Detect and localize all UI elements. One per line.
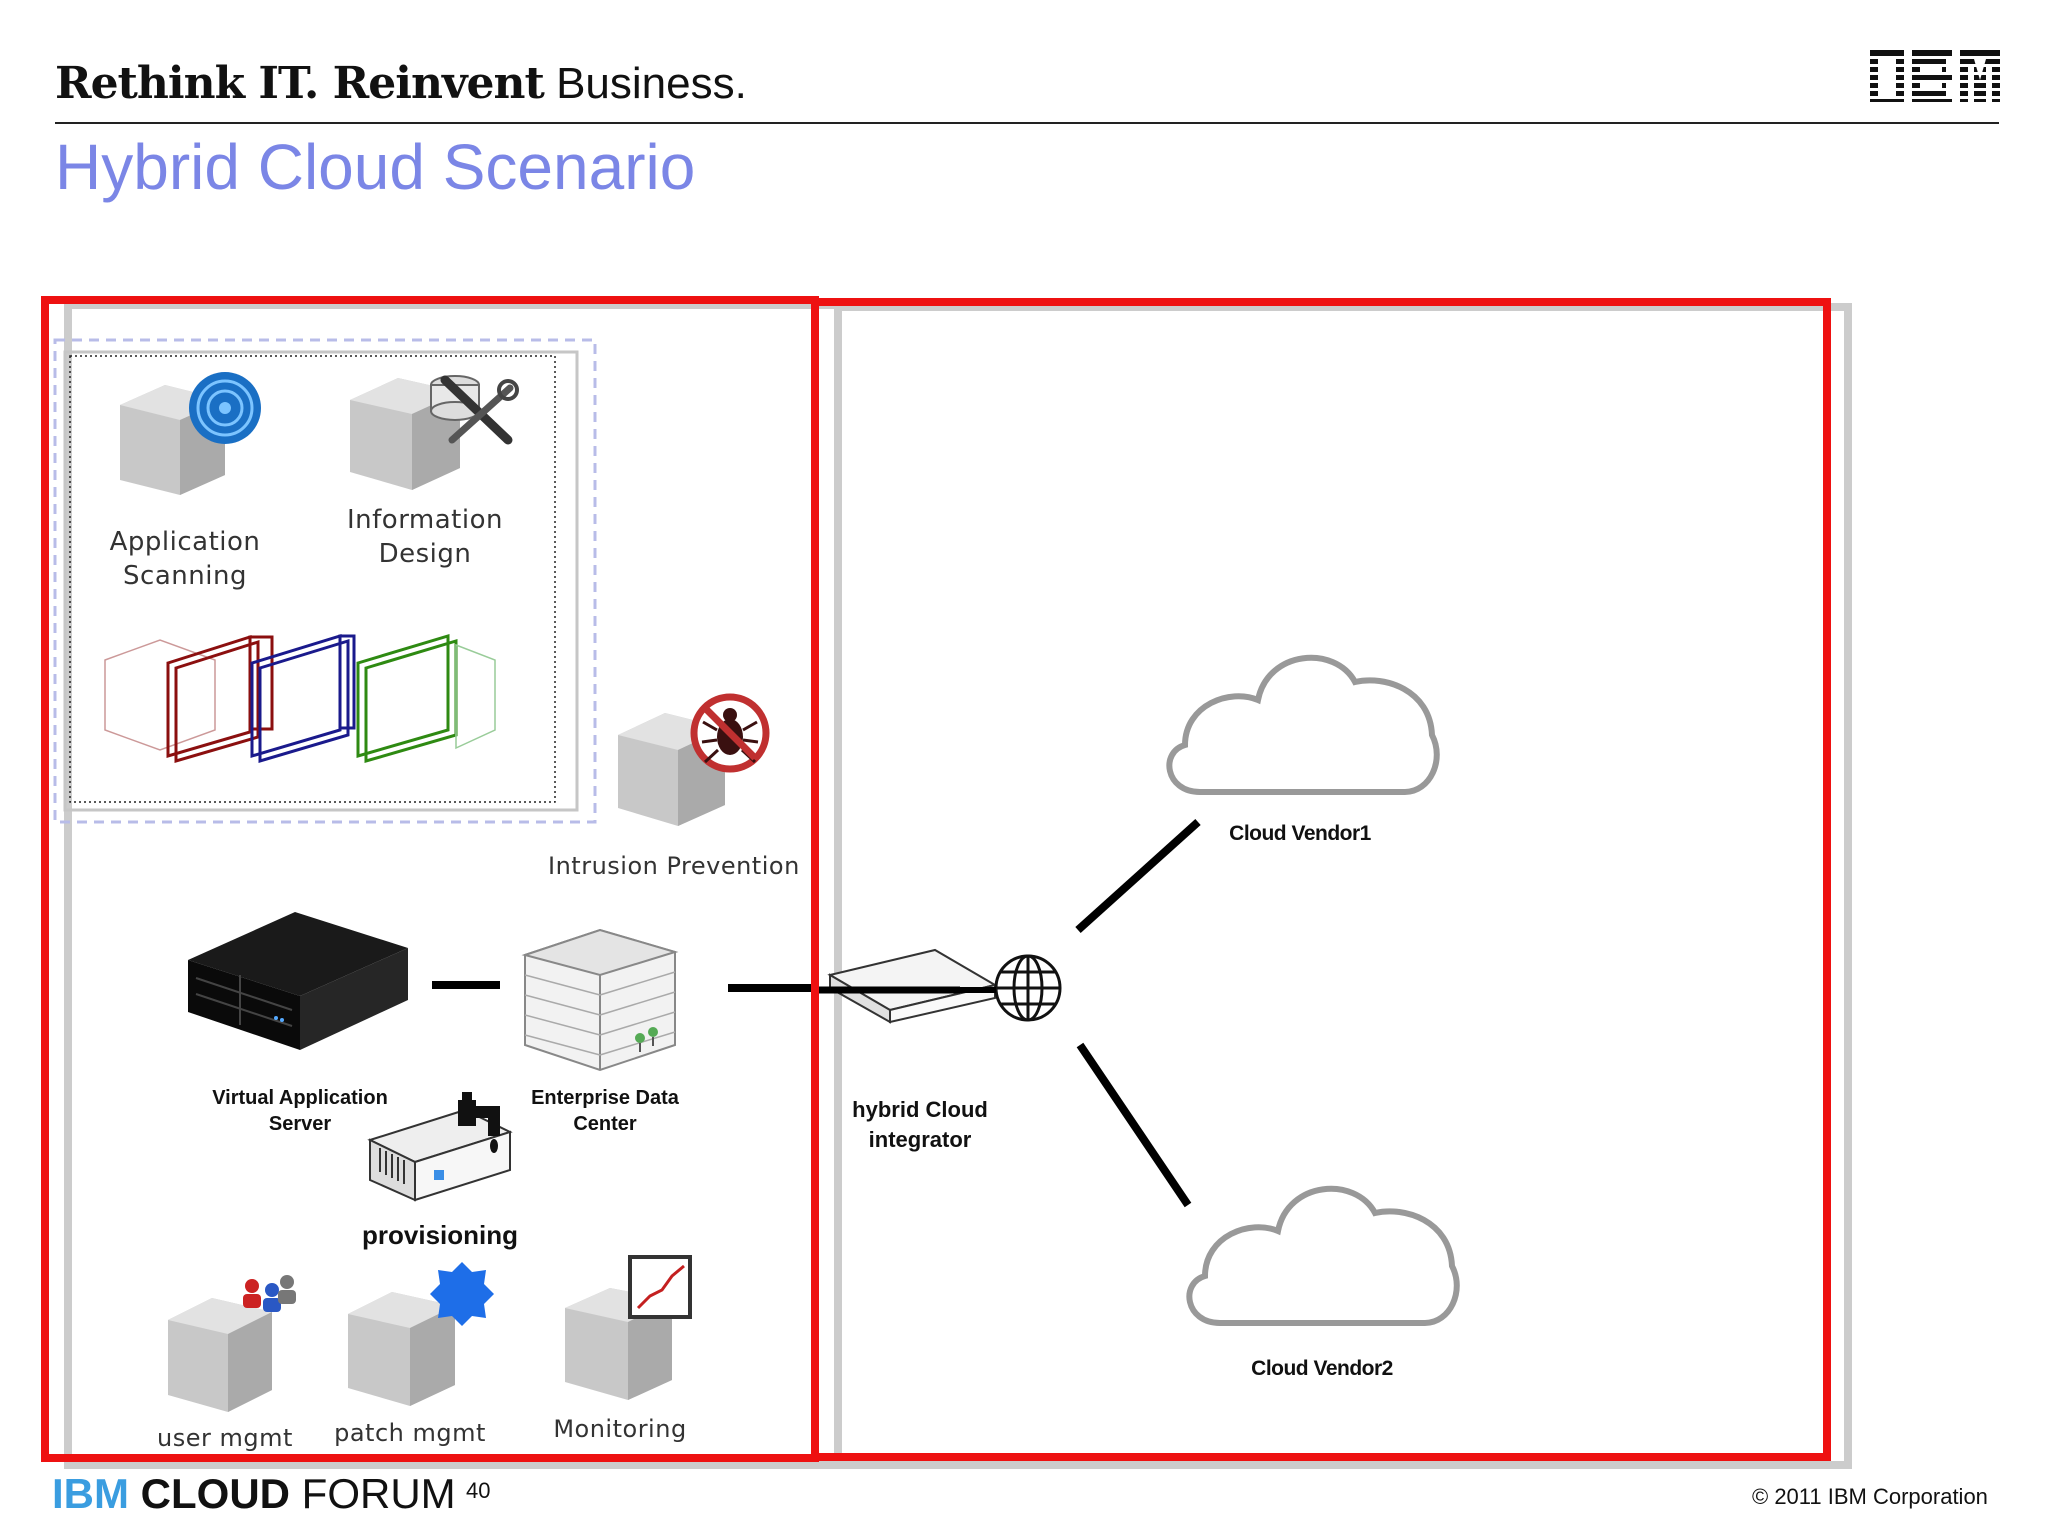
footer-brand-forum: FORUM <box>301 1470 456 1517</box>
services-group-inner <box>63 350 579 812</box>
header-rule <box>55 122 1999 124</box>
slide-title: Hybrid Cloud Scenario <box>55 131 696 203</box>
label-patch-mgmt: patch mgmt <box>334 1419 486 1447</box>
right-panel-border <box>834 303 1852 1469</box>
info-design-icon <box>350 375 519 490</box>
virtual-app-server-icon <box>188 912 408 1050</box>
label-provisioning: provisioning <box>362 1220 518 1250</box>
ibm-logo <box>1868 50 2002 102</box>
label-virtual-app-server: Virtual Application Server <box>212 1087 388 1135</box>
label-user-mgmt: user mgmt <box>157 1424 293 1452</box>
tagline-regular: Business. <box>556 59 747 108</box>
label-application-scanning: Application Scanning <box>109 527 261 591</box>
label-cloud-vendor1: Cloud Vendor1 <box>1229 822 1371 845</box>
footer-brand: IBM CLOUD FORUM <box>52 1470 456 1518</box>
provisioning-icon <box>367 1092 513 1202</box>
workload-frames-icon <box>104 633 496 764</box>
footer-brand-ibm: IBM <box>52 1470 129 1517</box>
label-cloud-vendor2: Cloud Vendor2 <box>1251 1357 1393 1380</box>
label-information-design: Information Design <box>346 505 503 569</box>
app-scanning-icon <box>120 372 261 495</box>
globe-icon <box>994 954 1062 1022</box>
cloud-red-frame <box>811 298 1831 1461</box>
page-number: 40 <box>466 1478 491 1503</box>
user-mgmt-icon <box>168 1275 296 1412</box>
label-enterprise-data-center: Enterprise Data Center <box>531 1087 679 1135</box>
label-intrusion-prevention: Intrusion Prevention <box>548 852 800 880</box>
globe-vendor2-link <box>1076 1042 1192 1208</box>
hybrid-integrator-icon <box>812 948 998 1024</box>
tagline-bold: Rethink IT. Reinvent <box>55 58 545 109</box>
monitoring-icon <box>565 1255 692 1400</box>
patch-mgmt-icon <box>348 1262 494 1406</box>
enterprise-data-center-icon <box>521 928 679 1072</box>
cloud-vendor2-icon <box>1186 1185 1460 1326</box>
footer-brand-cloud: CLOUD <box>140 1470 290 1517</box>
globe-vendor1-link <box>1075 819 1201 933</box>
slide-tagline: Rethink IT. Reinvent Business. <box>55 58 747 109</box>
copyright: © 2011 IBM Corporation <box>1752 1484 1988 1509</box>
label-monitoring: Monitoring <box>553 1415 687 1443</box>
intrusion-prevention-icon <box>618 693 770 826</box>
cloud-vendor1-icon <box>1166 654 1440 795</box>
services-group-dashed <box>53 338 597 824</box>
label-hybrid-cloud-integrator: hybrid Cloud integrator <box>852 1097 988 1152</box>
